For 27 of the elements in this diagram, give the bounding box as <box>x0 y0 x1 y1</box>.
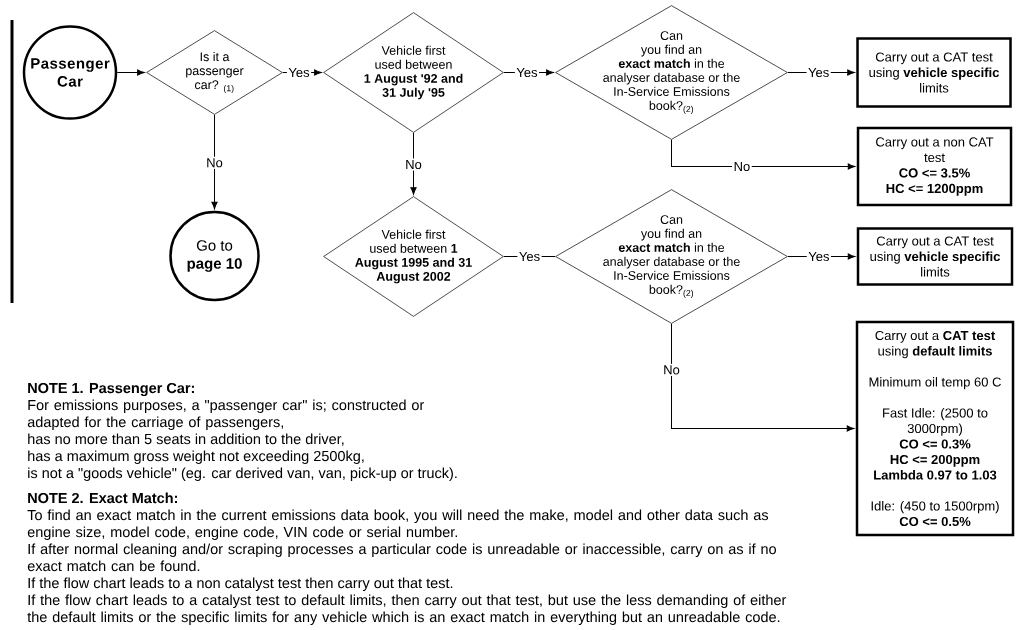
edge-label: Yes <box>286 66 312 79</box>
arrow <box>671 323 855 432</box>
edge-label: No <box>403 158 424 171</box>
note-text: If after normal cleaning and/or scraping processes a particular code is unreadable or inaccessible, carry on as if no exact match can be found. <box>27 543 776 572</box>
note-text: If the flow chart leads to a non catalyst test then carry out that test. <box>28 577 453 591</box>
process-box: Carry out a CAT test using default limits Minimum oil temp 60 C Fast Idle: (2500 to 3000rpm) CO <= 0.3% HC <= 200ppm Lambda 0.97 to 1.03 Idle: (450 to 1500rpm) CO <= 0.5% <box>855 320 1015 537</box>
note-heading: NOTE 1. Passenger Car: <box>28 382 194 397</box>
edge-label: Yes <box>806 66 831 79</box>
note-text: is not a "goods vehicle" (eg. car derived van, van, pick-up or truck). <box>28 467 457 481</box>
edge-label: Yes <box>806 250 831 263</box>
note-text: If the flow chart leads to a catalyst test to default limits, then carry out that test, but use the less demanding of either the default limits or the specific limits for any vehicle which is an exact match in everything but an unreadable code. <box>27 594 787 625</box>
process-box: Carry out a CAT test using vehicle specific limits <box>856 37 1012 108</box>
note-text: has a maximum gross weight not exceeding 2500kg, <box>28 450 364 464</box>
note-heading: NOTE 2. Exact Match: <box>28 492 177 504</box>
note-text: To find an exact match in the current emissions data book, you will need the make, model and other data such as engine size, model code, engine code, VIN code or serial number. <box>27 509 769 540</box>
edge-label: No <box>204 156 225 169</box>
edge-label: No <box>661 363 682 376</box>
arrow <box>410 132 417 195</box>
edge-label: No <box>732 160 752 173</box>
process-box: Carry out a non CAT test CO <= 3.5% HC <= 1200ppm <box>856 126 1013 207</box>
note-text: has no more than 5 seats in addition to the driver, <box>28 433 344 446</box>
arrow <box>671 139 856 170</box>
edge-label: Yes <box>517 250 542 263</box>
process-box: Carry out a CAT test using vehicle specific limits <box>856 227 1014 286</box>
arrow <box>116 69 145 76</box>
edge-label: Yes <box>514 66 540 79</box>
arrow <box>211 114 218 210</box>
